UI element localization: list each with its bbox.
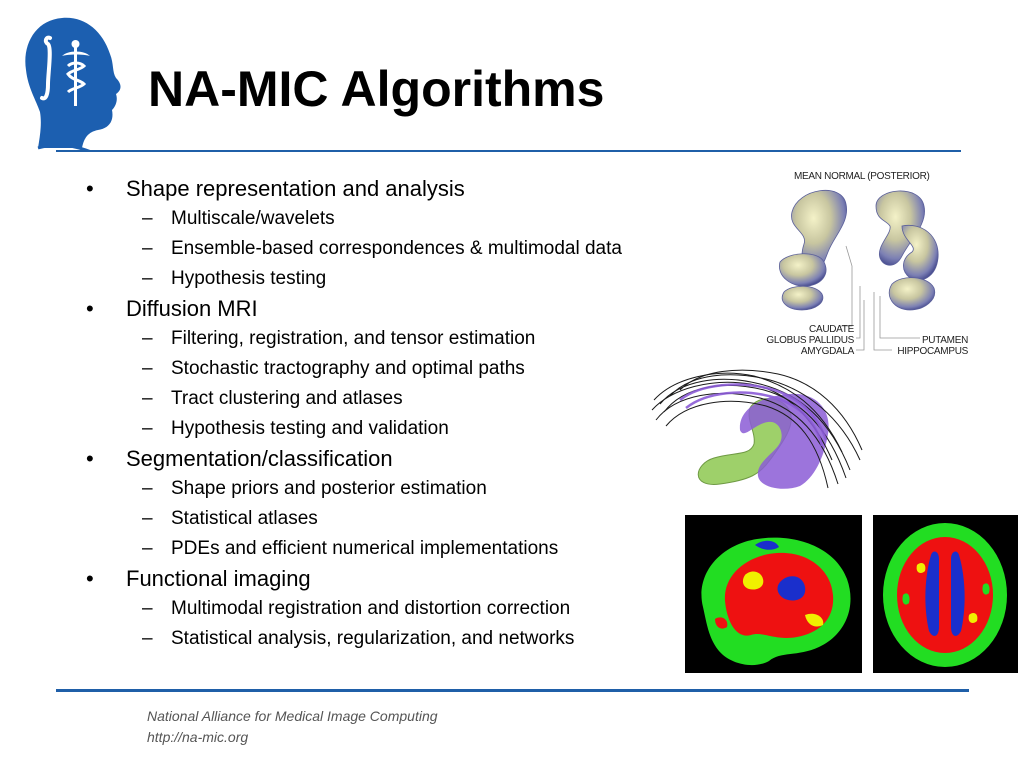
dash-icon: –: [142, 538, 153, 559]
bullet-text: Shape representation and analysis: [126, 176, 465, 201]
figure-heading: MEAN NORMAL (POSTERIOR): [794, 171, 930, 182]
sub-bullet-text: Hypothesis testing and validation: [171, 418, 449, 439]
sub-bullet-item: –Hypothesis testing and validation: [82, 415, 722, 445]
footer-divider: [56, 689, 969, 692]
dash-icon: –: [142, 598, 153, 619]
sub-bullet-text: Ensemble-based correspondences & multimo…: [171, 238, 622, 259]
sub-bullet-item: –Shape priors and posterior estimation: [82, 475, 722, 505]
dash-icon: –: [142, 508, 153, 529]
label-globus-pallidus: GLOBUS PALLIDUS: [766, 335, 854, 346]
title-divider: [56, 150, 961, 152]
dash-icon: –: [142, 358, 153, 379]
dash-icon: –: [142, 628, 153, 649]
dash-icon: –: [142, 478, 153, 499]
bullet-icon: •: [86, 446, 94, 471]
sub-bullet-text: Statistical analysis, regularization, an…: [171, 628, 575, 649]
bullet-icon: •: [86, 296, 94, 321]
sub-bullet-text: Statistical atlases: [171, 508, 318, 529]
sub-bullet-item: –Hypothesis testing: [82, 265, 722, 295]
sub-bullet-item: –Stochastic tractography and optimal pat…: [82, 355, 722, 385]
sub-bullet-text: Hypothesis testing: [171, 268, 327, 289]
label-caudate: CAUDATE: [809, 324, 855, 335]
sub-bullet-item: –Tract clustering and atlases: [82, 385, 722, 415]
sub-bullet-item: –Statistical analysis, regularization, a…: [82, 625, 722, 655]
sub-bullet-text: Multiscale/wavelets: [171, 208, 335, 229]
bullet-item: • Segmentation/classification: [82, 445, 722, 475]
tractography-figure: [650, 360, 865, 498]
footer-org-name: National Alliance for Medical Image Comp…: [147, 708, 438, 724]
segmentation-axial-figure: [873, 515, 1018, 673]
sub-bullet-item: –Statistical atlases: [82, 505, 722, 535]
dash-icon: –: [142, 328, 153, 349]
label-amygdala: AMYGDALA: [801, 346, 855, 357]
sub-bullet-text: Stochastic tractography and optimal path…: [171, 358, 525, 379]
sub-bullet-text: PDEs and efficient numerical implementat…: [171, 538, 559, 559]
segmentation-sagittal-figure: [685, 515, 862, 673]
sub-bullet-item: –PDEs and efficient numerical implementa…: [82, 535, 722, 565]
sub-bullet-text: Shape priors and posterior estimation: [171, 478, 487, 499]
bullet-icon: •: [86, 566, 94, 591]
label-putamen: PUTAMEN: [922, 335, 968, 346]
na-mic-logo: [25, 17, 121, 152]
bullet-text: Segmentation/classification: [126, 446, 393, 471]
sub-bullet-item: –Multimodal registration and distortion …: [82, 595, 722, 625]
dash-icon: –: [142, 268, 153, 289]
subcortical-shapes-figure: MEAN NORMAL (POSTERIOR) CAUDATE GLOBUS P…: [766, 171, 969, 357]
footer: National Alliance for Medical Image Comp…: [147, 706, 438, 748]
label-hippocampus: HIPPOCAMPUS: [897, 346, 968, 357]
sub-bullet-text: Tract clustering and atlases: [171, 388, 403, 409]
dash-icon: –: [142, 388, 153, 409]
bullet-icon: •: [86, 176, 94, 201]
sub-bullet-item: –Ensemble-based correspondences & multim…: [82, 235, 722, 265]
footer-url: http://na-mic.org: [147, 729, 249, 745]
bullet-item: • Shape representation and analysis: [82, 175, 722, 205]
bullet-text: Functional imaging: [126, 566, 311, 591]
dash-icon: –: [142, 238, 153, 259]
slide-title: NA-MIC Algorithms: [148, 61, 605, 117]
sub-bullet-item: –Filtering, registration, and tensor est…: [82, 325, 722, 355]
sub-bullet-item: –Multiscale/wavelets: [82, 205, 722, 235]
dash-icon: –: [142, 418, 153, 439]
dash-icon: –: [142, 208, 153, 229]
sub-bullet-text: Multimodal registration and distortion c…: [171, 598, 571, 619]
sub-bullet-text: Filtering, registration, and tensor esti…: [171, 328, 536, 349]
bullet-text: Diffusion MRI: [126, 296, 258, 321]
bullet-item: • Functional imaging: [82, 565, 722, 595]
bullet-item: • Diffusion MRI: [82, 295, 722, 325]
bullet-list: •Shape representation and analysis –Mult…: [82, 175, 722, 655]
